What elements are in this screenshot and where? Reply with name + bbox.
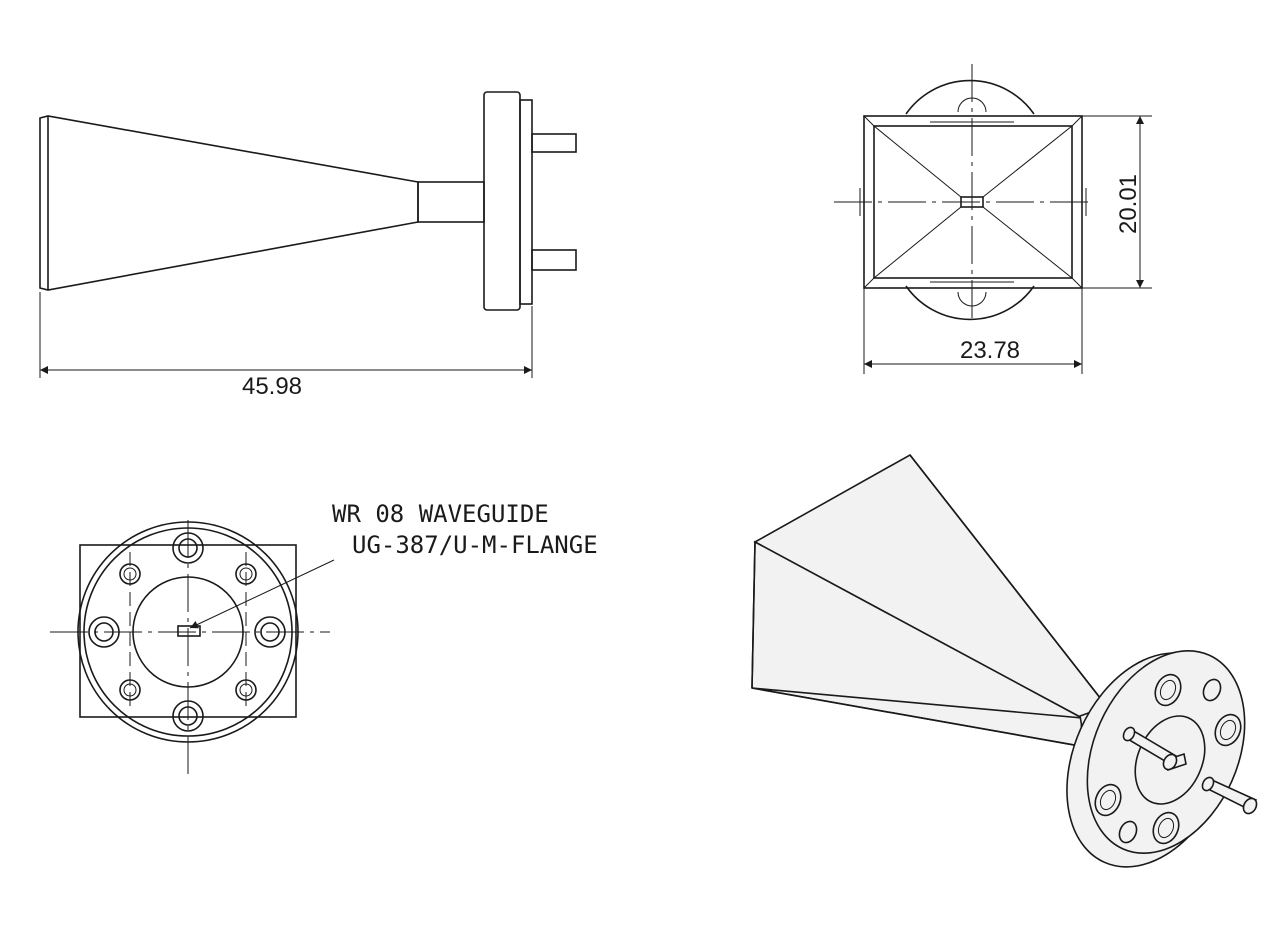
flange-collar-side bbox=[519, 99, 533, 305]
horn-body-side bbox=[39, 115, 419, 291]
dowel-pin-iso-1 bbox=[1122, 726, 1178, 771]
dimension-aperture-height: 20.01 bbox=[1115, 174, 1142, 234]
dimension-overall-length: 45.98 bbox=[242, 373, 302, 400]
flange-side bbox=[483, 91, 521, 311]
dimension-aperture-width: 23.78 bbox=[960, 337, 1020, 364]
front-view: 20.01 23.78 bbox=[834, 64, 1152, 374]
dowel-pin-lower bbox=[531, 249, 577, 271]
flange-arc-top bbox=[905, 79, 1035, 115]
waveguide-aperture bbox=[177, 625, 201, 637]
isometric-view bbox=[751, 453, 1258, 868]
leader-line bbox=[189, 559, 335, 629]
flange-arc-bottom bbox=[905, 285, 1035, 321]
note-flange: UG-387/U-M-FLANGE bbox=[352, 531, 598, 559]
rear-flange-view: WR 08 WAVEGUIDE UG-387/U-M-FLANGE bbox=[50, 500, 598, 775]
dowel-pin-iso-2 bbox=[1201, 776, 1258, 815]
side-view: 45.98 bbox=[39, 91, 577, 400]
note-waveguide: WR 08 WAVEGUIDE bbox=[332, 500, 549, 528]
dowel-pin-upper bbox=[531, 133, 577, 153]
waveguide-section-side bbox=[417, 181, 485, 223]
